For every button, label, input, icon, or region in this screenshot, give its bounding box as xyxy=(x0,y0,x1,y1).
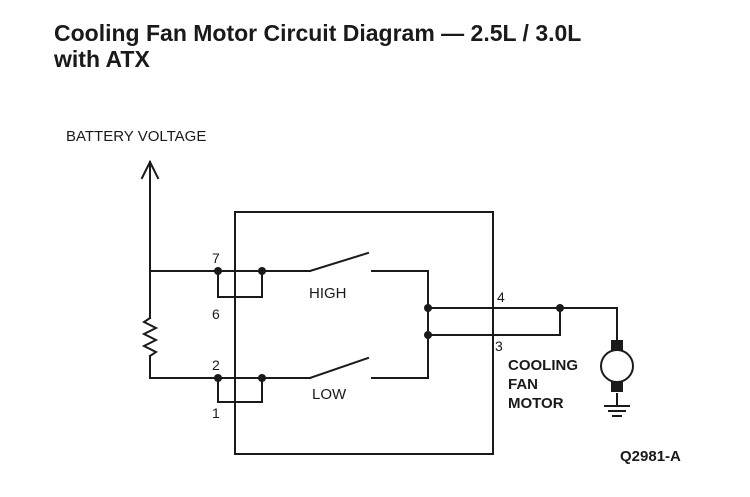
pin-1-label: 1 xyxy=(212,405,220,421)
pin-3-label: 3 xyxy=(495,338,503,354)
fan-motor-icon xyxy=(600,349,634,383)
pin-1-jumper xyxy=(217,377,263,403)
resistor-symbol xyxy=(141,316,159,358)
pin-2-label: 2 xyxy=(212,357,220,373)
battery-voltage-label: BATTERY VOLTAGE xyxy=(66,128,206,145)
low-switch-output xyxy=(371,334,429,379)
junction-dot xyxy=(424,331,432,339)
pin-6-jumper xyxy=(217,270,263,298)
relay-module-box xyxy=(234,211,494,455)
diagram-title: Cooling Fan Motor Circuit Diagram — 2.5L… xyxy=(54,20,734,72)
motor-brush-top xyxy=(611,340,623,350)
junction-dot xyxy=(258,374,266,382)
motor-feed-wire xyxy=(559,307,618,341)
junction-dot xyxy=(258,267,266,275)
junction-dot xyxy=(424,304,432,312)
low-switch-blade xyxy=(308,356,370,380)
pin-6-label: 6 xyxy=(212,306,220,322)
junction-dot xyxy=(214,267,222,275)
low-switch-label: LOW xyxy=(312,386,347,403)
diagram-title-line-2: with ATX xyxy=(54,46,150,72)
high-switch-output xyxy=(371,270,429,309)
high-switch-label: HIGH xyxy=(309,285,347,302)
motor-label-line-3: MOTOR xyxy=(508,395,564,412)
pin-7-label: 7 xyxy=(212,250,220,266)
pin-4-label: 4 xyxy=(497,289,505,305)
pin-3-wire xyxy=(427,307,561,336)
high-switch-blade xyxy=(308,251,370,273)
diagram-title-line-1: Cooling Fan Motor Circuit Diagram — 2.5L… xyxy=(54,20,582,46)
motor-label-line-1: COOLING xyxy=(508,357,578,374)
motor-label-line-2: FAN xyxy=(508,376,538,393)
junction-dot xyxy=(214,374,222,382)
motor-brush-bottom xyxy=(611,382,623,392)
supply-arrow-icon xyxy=(140,159,160,180)
junction-dot xyxy=(556,304,564,312)
figure-id: Q2981-A xyxy=(620,448,681,465)
